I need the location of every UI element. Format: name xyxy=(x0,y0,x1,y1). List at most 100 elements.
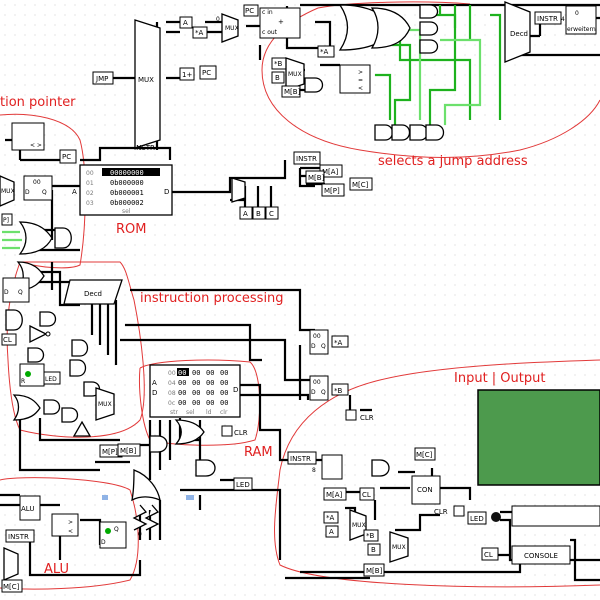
rom-port-d: D xyxy=(164,188,169,196)
annotation-jump-address: selects a jump address xyxy=(378,154,528,169)
mux-io-b[interactable] xyxy=(389,531,409,563)
pulldown-zero: 0 xyxy=(138,531,142,538)
or-gate-left[interactable] xyxy=(18,221,53,255)
mux-left-label: MUX xyxy=(1,188,15,195)
and-gate-p7[interactable] xyxy=(43,399,61,415)
instr-label-split: INSTR xyxy=(296,155,317,163)
annotation-io: Input | Output xyxy=(454,371,545,386)
ram-port-d-out: D xyxy=(233,386,238,394)
and-gate-ram[interactable] xyxy=(149,435,168,453)
jump-region-outline xyxy=(261,7,600,158)
and-gate-j3[interactable] xyxy=(419,39,439,54)
m-c-label-split: M[C] xyxy=(352,181,369,189)
and-gate-ram-2[interactable] xyxy=(195,459,216,477)
proc-flipflop-q: Q xyxy=(18,289,23,296)
mux-left[interactable] xyxy=(0,175,15,207)
con-block[interactable] xyxy=(411,475,441,505)
bit-extender[interactable] xyxy=(565,5,597,35)
and-gate-p4[interactable] xyxy=(71,339,89,357)
pc-flipflop[interactable] xyxy=(23,175,53,201)
reg-a[interactable] xyxy=(309,329,329,355)
alu-cmp-lt: < xyxy=(68,528,73,535)
and-gate-left[interactable] xyxy=(54,227,72,249)
and-gate-b2[interactable] xyxy=(391,124,411,141)
clr-button-ram[interactable] xyxy=(221,425,233,437)
pc-flipflop-q: Q xyxy=(42,189,47,196)
m-p-label-split: M[P] xyxy=(324,187,340,195)
or-gate-ram[interactable] xyxy=(174,419,205,445)
and-gate-b1[interactable] xyxy=(374,124,394,141)
or-gate-alu[interactable] xyxy=(131,469,161,502)
mux-jump[interactable] xyxy=(285,57,305,91)
m-b-label-ram: M[B] xyxy=(120,447,137,455)
b-tunnel-jump xyxy=(271,71,285,84)
rom-cell-1: 0b000000 xyxy=(110,179,144,187)
rom-port-a: A xyxy=(72,188,77,196)
rom-out-splitter xyxy=(231,177,246,203)
and-gate-j1[interactable] xyxy=(419,4,439,19)
m-b-tunnel-split xyxy=(305,170,325,184)
ram-cell-2-2: 00 xyxy=(206,389,214,397)
mux-proc-label: MUX xyxy=(98,401,112,408)
instr-tunnel-split xyxy=(293,151,321,165)
ram-addr-2: 08 xyxy=(168,390,176,397)
and-gate-p3[interactable] xyxy=(27,347,45,363)
annotation-instruction-processing: instruction processing xyxy=(140,291,284,306)
and-gate-b3[interactable] xyxy=(409,124,429,141)
mux-small-top[interactable] xyxy=(221,13,239,43)
alu-comparator[interactable] xyxy=(51,513,79,537)
alu-unit-label: ALU xyxy=(21,505,34,513)
ram-cell-3-0: 00 xyxy=(178,399,186,407)
and-gate-p1[interactable] xyxy=(5,309,23,331)
a-tunnel-split xyxy=(239,206,253,220)
keyboard[interactable] xyxy=(511,505,600,527)
reg-b-value: 00 xyxy=(313,379,321,386)
instr-tunnel-alu xyxy=(5,529,35,543)
and-gate-p5[interactable] xyxy=(69,359,87,377)
and-gate-p8[interactable] xyxy=(61,407,79,423)
terminal-screen[interactable] xyxy=(477,389,600,486)
processing-region-outline xyxy=(6,261,145,438)
alu-unit[interactable] xyxy=(19,495,41,521)
console[interactable] xyxy=(511,545,571,565)
mux-alu[interactable] xyxy=(3,547,19,581)
and-gate-jump[interactable] xyxy=(304,77,324,93)
ram-cell-3-3: 00 xyxy=(220,399,228,407)
io-comparator[interactable] xyxy=(321,454,343,480)
alu-flipflop[interactable] xyxy=(99,521,127,549)
comparator[interactable] xyxy=(339,64,371,94)
star-a-label-top: *A xyxy=(195,29,204,37)
rom-sel: sel xyxy=(122,208,131,215)
mux-proc[interactable] xyxy=(95,387,115,421)
and-gate-io[interactable] xyxy=(371,459,390,477)
pc-register[interactable] xyxy=(11,122,45,151)
instr-decoder[interactable] xyxy=(63,279,123,305)
comparator-gt: > xyxy=(358,69,363,76)
or-gate-top-2[interactable] xyxy=(370,7,411,49)
reg-b[interactable] xyxy=(309,375,329,401)
ram[interactable] xyxy=(149,364,241,418)
not-gate-p2[interactable] xyxy=(72,420,92,437)
instr-label-top-right: INSTR xyxy=(537,15,558,23)
extender-in-bits: 4 xyxy=(561,16,565,23)
proc-flipflop[interactable] xyxy=(2,277,30,303)
and-gate-b4[interactable] xyxy=(425,124,445,141)
not-gate-p[interactable] xyxy=(29,324,48,344)
rom-cell-2: 0b000001 xyxy=(110,189,144,197)
and-gate-p2[interactable] xyxy=(39,311,57,327)
console-label: CONSOLE xyxy=(524,552,558,560)
and-gate-j2[interactable] xyxy=(419,21,439,36)
led-label-ram: LED xyxy=(236,481,250,489)
clr-button-io[interactable] xyxy=(453,505,465,517)
ram-cell-1-2: 00 xyxy=(206,379,214,387)
or-gate-p[interactable] xyxy=(12,394,41,421)
pc-mux[interactable] xyxy=(134,19,161,149)
b-tunnel-io xyxy=(367,543,381,556)
led-io xyxy=(467,511,487,525)
proc-register-r: R xyxy=(21,378,25,385)
clr-button-reg[interactable] xyxy=(345,409,357,421)
jump-decoder[interactable] xyxy=(504,1,531,63)
adder[interactable] xyxy=(259,7,301,39)
ram-pin-sel: sel xyxy=(186,409,195,416)
